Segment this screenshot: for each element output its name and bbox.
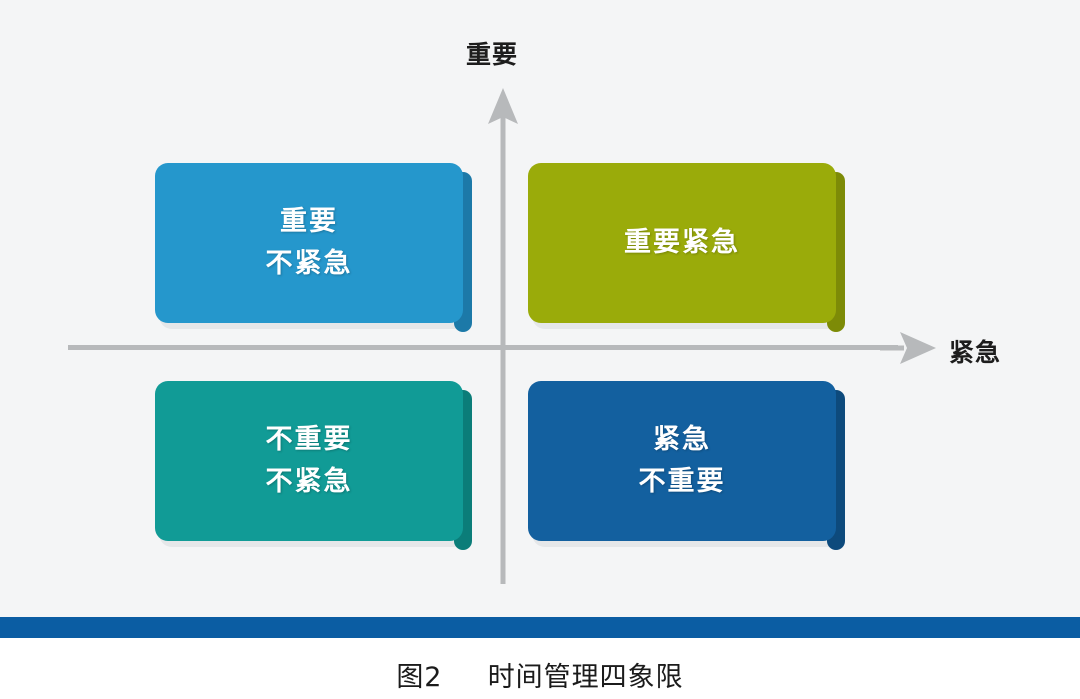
footer-divider-rule — [0, 617, 1080, 638]
quadrant-face: 重要紧急 — [528, 163, 836, 323]
figure-caption-title: 时间管理四象限 — [487, 662, 684, 693]
axis-label-urgent: 紧急 — [949, 339, 1002, 367]
right-arrow-icon — [880, 332, 936, 364]
quadrant-label-line-1: 不重要 — [265, 424, 353, 455]
quadrant-not-important-not-urgent[interactable]: 不重要 不紧急 — [155, 381, 472, 550]
figure-caption-number: 图2 — [396, 662, 443, 693]
axis-label-important: 重要 — [466, 41, 519, 69]
vertical-axis — [488, 88, 518, 584]
horizontal-axis — [68, 345, 936, 350]
quadrant-label-line-2: 不紧急 — [265, 466, 353, 496]
quadrant-label-line-1: 紧急 — [653, 424, 711, 455]
footer-area — [0, 638, 1080, 699]
quadrant-label-line-2: 不紧急 — [265, 248, 353, 278]
quadrant-label-line-2: 不重要 — [638, 466, 726, 496]
quadrant-diagram: 重要 紧急 重要 不紧急 重要紧急 不重要 不紧急 — [68, 41, 1002, 584]
quadrant-urgent-not-important[interactable]: 紧急 不重要 — [528, 381, 845, 550]
quadrant-important-urgent[interactable]: 重要紧急 — [528, 163, 845, 332]
quadrant-important-not-urgent[interactable]: 重要 不紧急 — [155, 163, 472, 332]
quadrant-face: 不重要 不紧急 — [155, 381, 463, 541]
quadrant-label-line-1: 重要紧急 — [624, 227, 740, 258]
quadrant-label-line-1: 重要 — [280, 206, 338, 237]
quadrant-face: 重要 不紧急 — [155, 163, 463, 323]
figure-caption: 图2 时间管理四象限 — [0, 655, 1080, 694]
quadrant-face: 紧急 不重要 — [528, 381, 836, 541]
